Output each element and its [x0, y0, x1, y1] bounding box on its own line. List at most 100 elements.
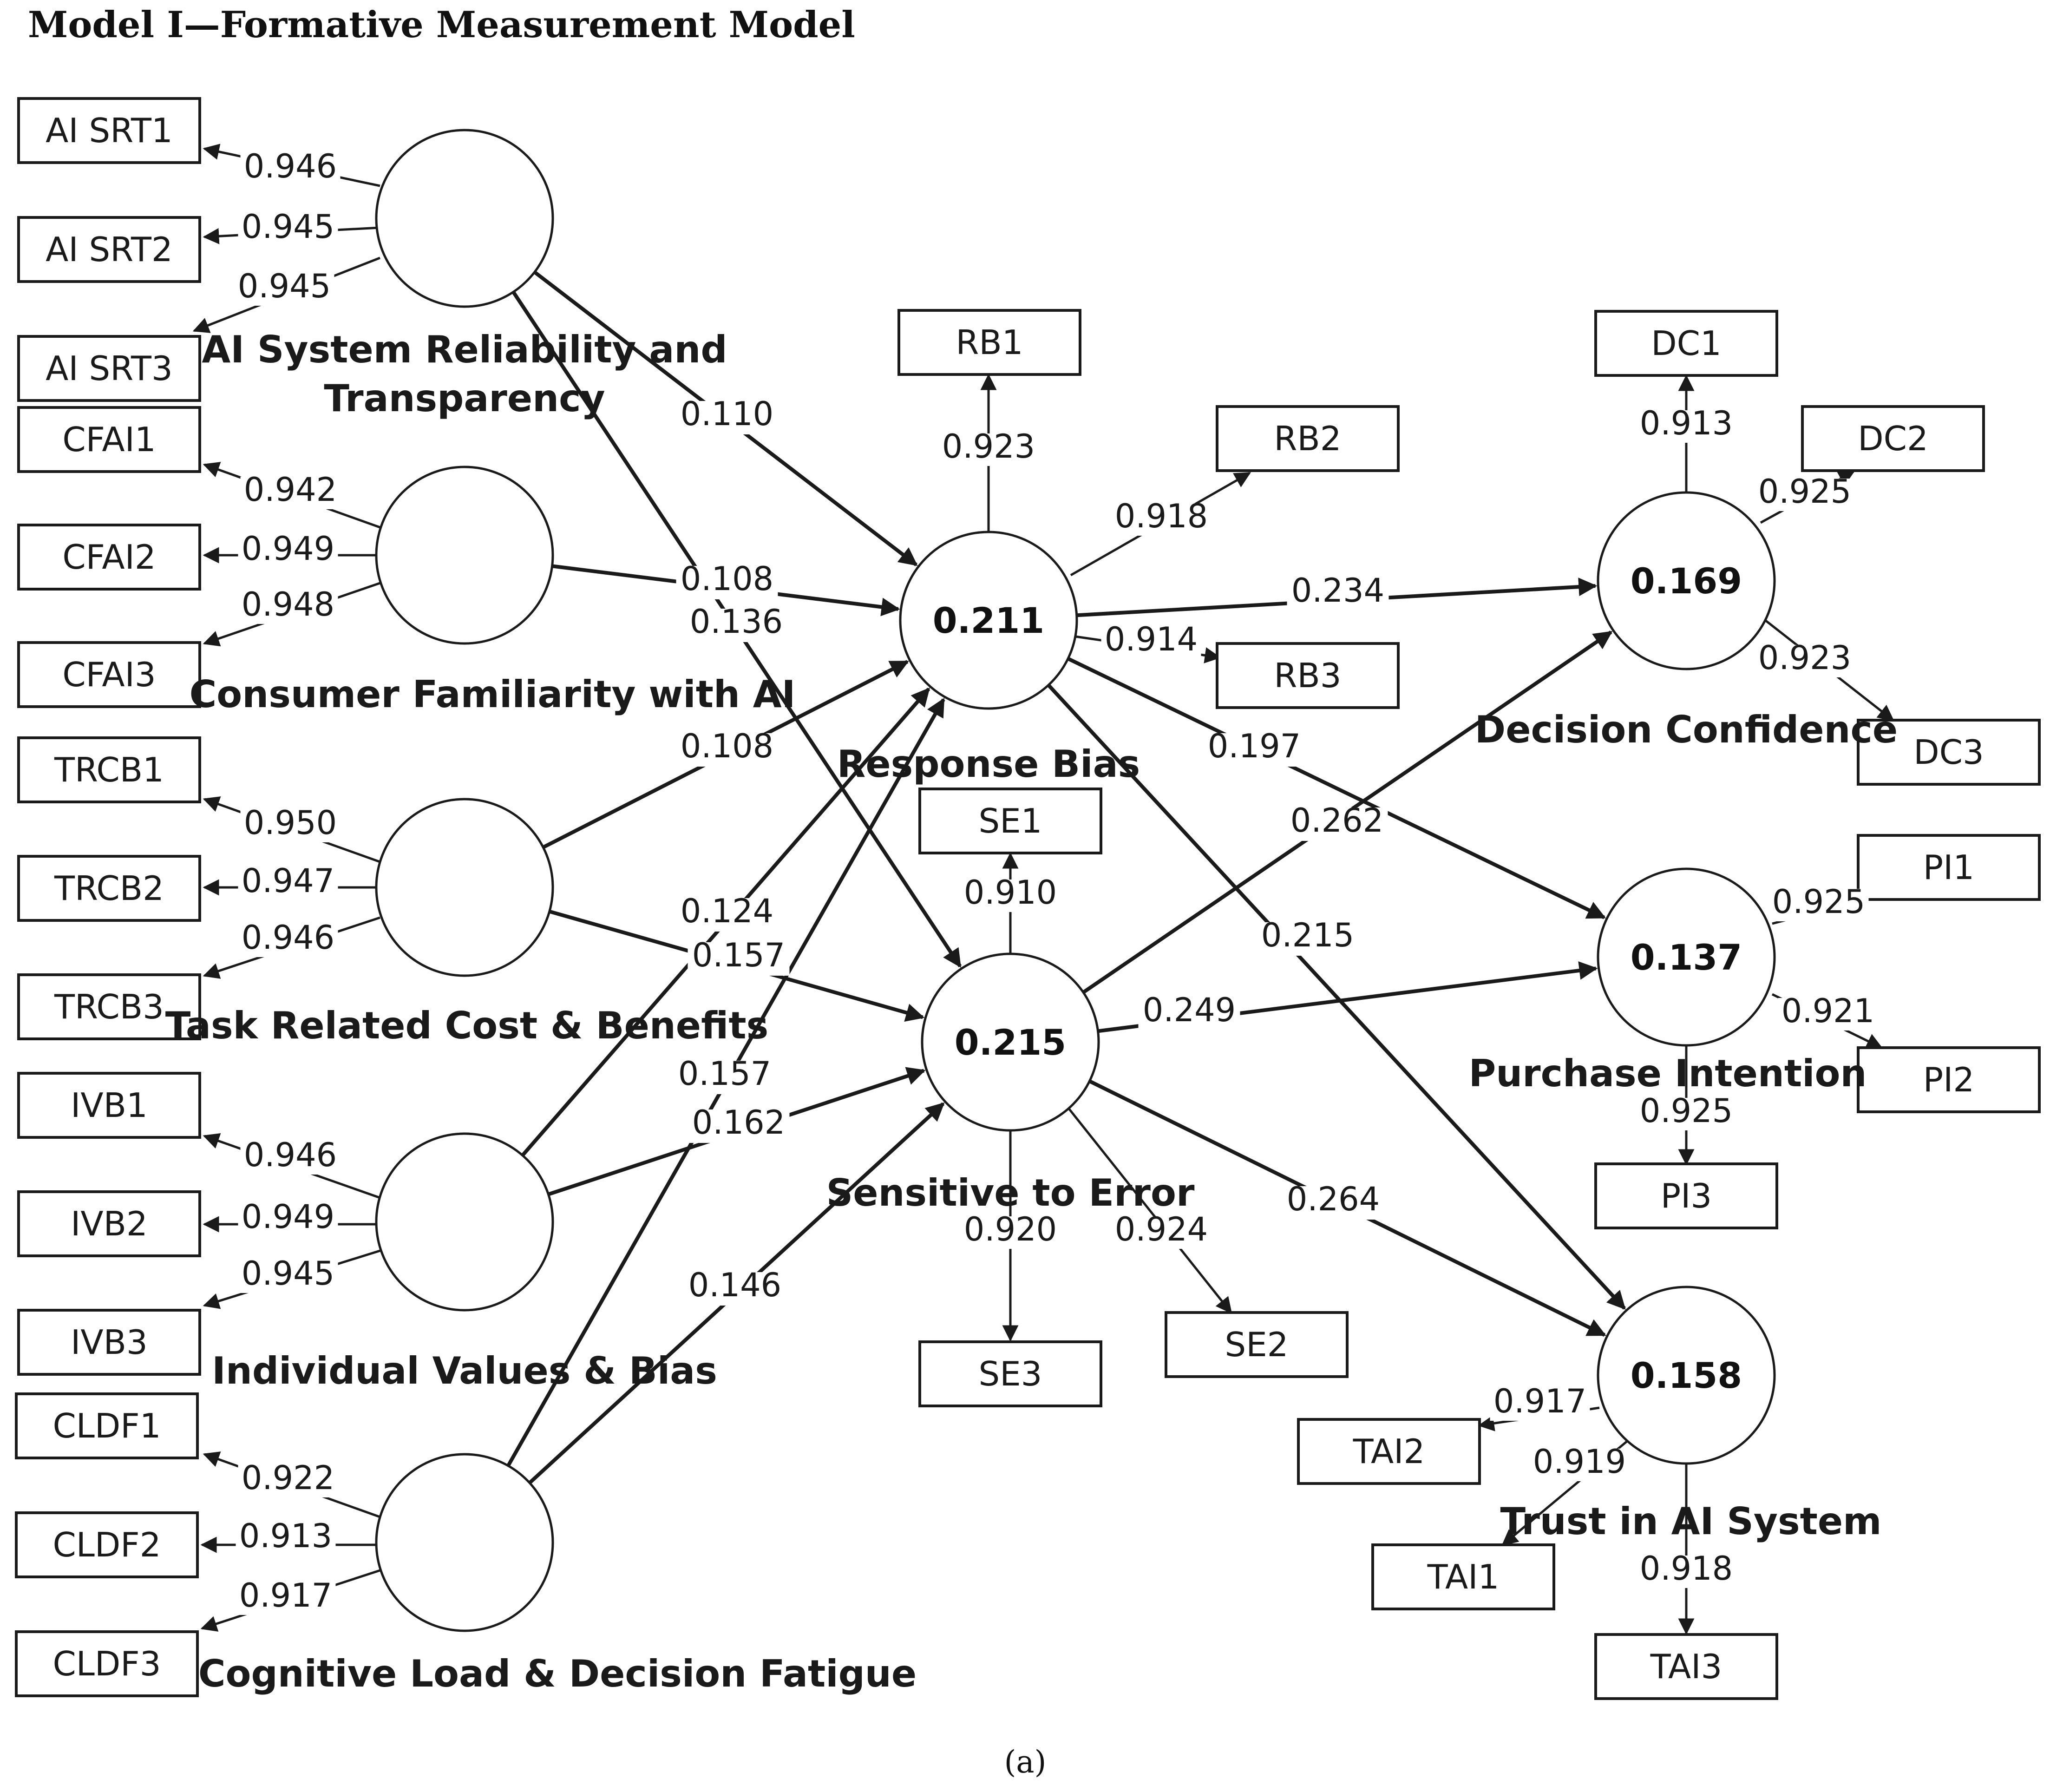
indicator-box [17, 335, 201, 402]
indicator-box [1857, 834, 2041, 901]
loading-label-bg [238, 868, 338, 900]
loading-label-bg [238, 214, 338, 246]
loading-value-aisrt2: 0.945 [242, 208, 334, 246]
indicator-label: CFAI1 [62, 420, 156, 459]
loading-label-bg [1768, 889, 1869, 921]
indicator-label: CLDF2 [52, 1525, 161, 1564]
indicator-label: PI1 [1923, 848, 1974, 887]
indicator-box [17, 1072, 201, 1139]
indicator-label: DC3 [1913, 733, 1984, 772]
indicator-label: SE2 [1225, 1325, 1288, 1364]
indicator-label: TAI2 [1353, 1432, 1425, 1471]
path-label-bg [676, 733, 778, 767]
loading-value-cldf3: 0.917 [239, 1576, 332, 1615]
indicator-label: TAI1 [1427, 1557, 1500, 1596]
indicator-label: PI2 [1923, 1060, 1974, 1099]
loading-value-pi1: 0.925 [1772, 883, 1865, 921]
indicator-label: IVB2 [71, 1204, 148, 1243]
loading-value-tai2: 0.917 [1493, 1382, 1586, 1420]
loading-value-se3: 0.920 [964, 1210, 1057, 1248]
loading-label-bg [960, 880, 1061, 912]
construct-name-rb: Response Bias [837, 742, 1140, 786]
indicator-label: CLDF3 [52, 1644, 161, 1683]
indicator-box [17, 216, 201, 283]
indicator-box [17, 1309, 201, 1376]
path-coefficient-cfai-to-rb: 0.108 [681, 560, 773, 598]
indicator-box [1801, 405, 1985, 472]
indicator-tai1: TAI1 [1371, 1543, 1555, 1610]
construct-names-group: AI System Reliability andTransparencyCon… [165, 328, 1898, 1695]
indicator-box [15, 1630, 199, 1697]
loading-value-dc3: 0.923 [1758, 639, 1851, 677]
loading-label-bg [238, 536, 338, 568]
indicator-box [1594, 1633, 1778, 1700]
loading-label-bg [240, 477, 341, 509]
loading-value-trcb2: 0.947 [242, 862, 334, 900]
indicator-se1: SE1 [918, 788, 1102, 854]
indicator-aisrt1: AI SRT1 [17, 97, 201, 164]
indicator-dc2: DC2 [1801, 405, 1985, 472]
loading-label-bg [1636, 1556, 1736, 1588]
loading-label-bg [1636, 410, 1736, 443]
indicator-box [897, 309, 1081, 376]
loading-value-dc1: 0.913 [1640, 404, 1733, 442]
loading-label-bg [238, 925, 338, 957]
path-arrow-rb-to-pi [1067, 656, 1606, 919]
indicator-box [918, 1340, 1102, 1407]
indicator-label: TAI3 [1650, 1647, 1723, 1686]
path-label-bg [1287, 578, 1389, 611]
construct-circle [1597, 867, 1776, 1047]
construct-circle [899, 531, 1078, 710]
construct-dc: 0.169 [1597, 491, 1776, 670]
indicator-label: TRCB2 [54, 869, 164, 908]
path-coefficient-rb-to-pi: 0.197 [1208, 727, 1301, 765]
loading-value-trcb1: 0.950 [244, 804, 337, 842]
loading-value-aisrt1: 0.946 [244, 147, 337, 185]
indicator-label: IVB1 [71, 1086, 148, 1125]
path-label-bg [676, 566, 778, 599]
loading-value-dc2: 0.925 [1758, 473, 1851, 511]
loading-value-pi3: 0.925 [1640, 1092, 1733, 1130]
indicator-box [1594, 1162, 1778, 1229]
construct-name-ivb: Individual Values & Bias [212, 1349, 717, 1392]
path-label-bg [1138, 997, 1240, 1031]
indicator-cfai3: CFAI3 [17, 641, 201, 708]
construct-rb: 0.211 [899, 531, 1078, 710]
loading-label-bg [1636, 1098, 1736, 1130]
loading-value-aisrt3: 0.945 [238, 267, 331, 305]
indicator-cldf1: CLDF1 [15, 1392, 199, 1459]
indicator-tai2: TAI2 [1297, 1418, 1481, 1485]
path-label-bg [1203, 733, 1305, 767]
indicator-se3: SE3 [918, 1340, 1102, 1407]
path-coefficient-ivb-to-rb: 0.124 [681, 892, 773, 930]
loading-label-bg [1755, 645, 1855, 677]
indicator-box [1594, 310, 1778, 377]
indicator-trcb2: TRCB2 [17, 855, 201, 922]
indicator-label: AI SRT3 [46, 349, 173, 388]
loading-value-ivb2: 0.949 [242, 1198, 334, 1236]
path-coefficient-se-to-tai: 0.264 [1287, 1180, 1380, 1218]
construct-circle [375, 466, 554, 645]
construct-circle [375, 798, 554, 977]
loading-value-se1: 0.910 [964, 873, 1057, 912]
figure-title: Model I—Formative Measurement Model [28, 4, 855, 46]
indicator-box [1165, 1311, 1349, 1378]
indicator-rb2: RB2 [1216, 405, 1400, 472]
path-label-bg [676, 401, 778, 434]
construct-circle [375, 129, 554, 308]
indicator-box [1216, 405, 1400, 472]
path-coefficient-rb-to-tai: 0.215 [1261, 916, 1354, 954]
indicator-box [17, 1190, 201, 1257]
loading-label-bg [240, 153, 341, 186]
construct-name-se: Sensitive to Error [826, 1171, 1195, 1214]
path-label-bg [674, 1061, 776, 1094]
construct-pi: 0.137 [1597, 867, 1776, 1047]
construct-ivb [375, 1132, 554, 1312]
indicator-box [1857, 1046, 2041, 1113]
loading-label-bg [240, 1142, 341, 1175]
indicator-box [17, 524, 201, 591]
indicator-box [1297, 1418, 1481, 1485]
indicator-label: RB1 [956, 323, 1023, 362]
